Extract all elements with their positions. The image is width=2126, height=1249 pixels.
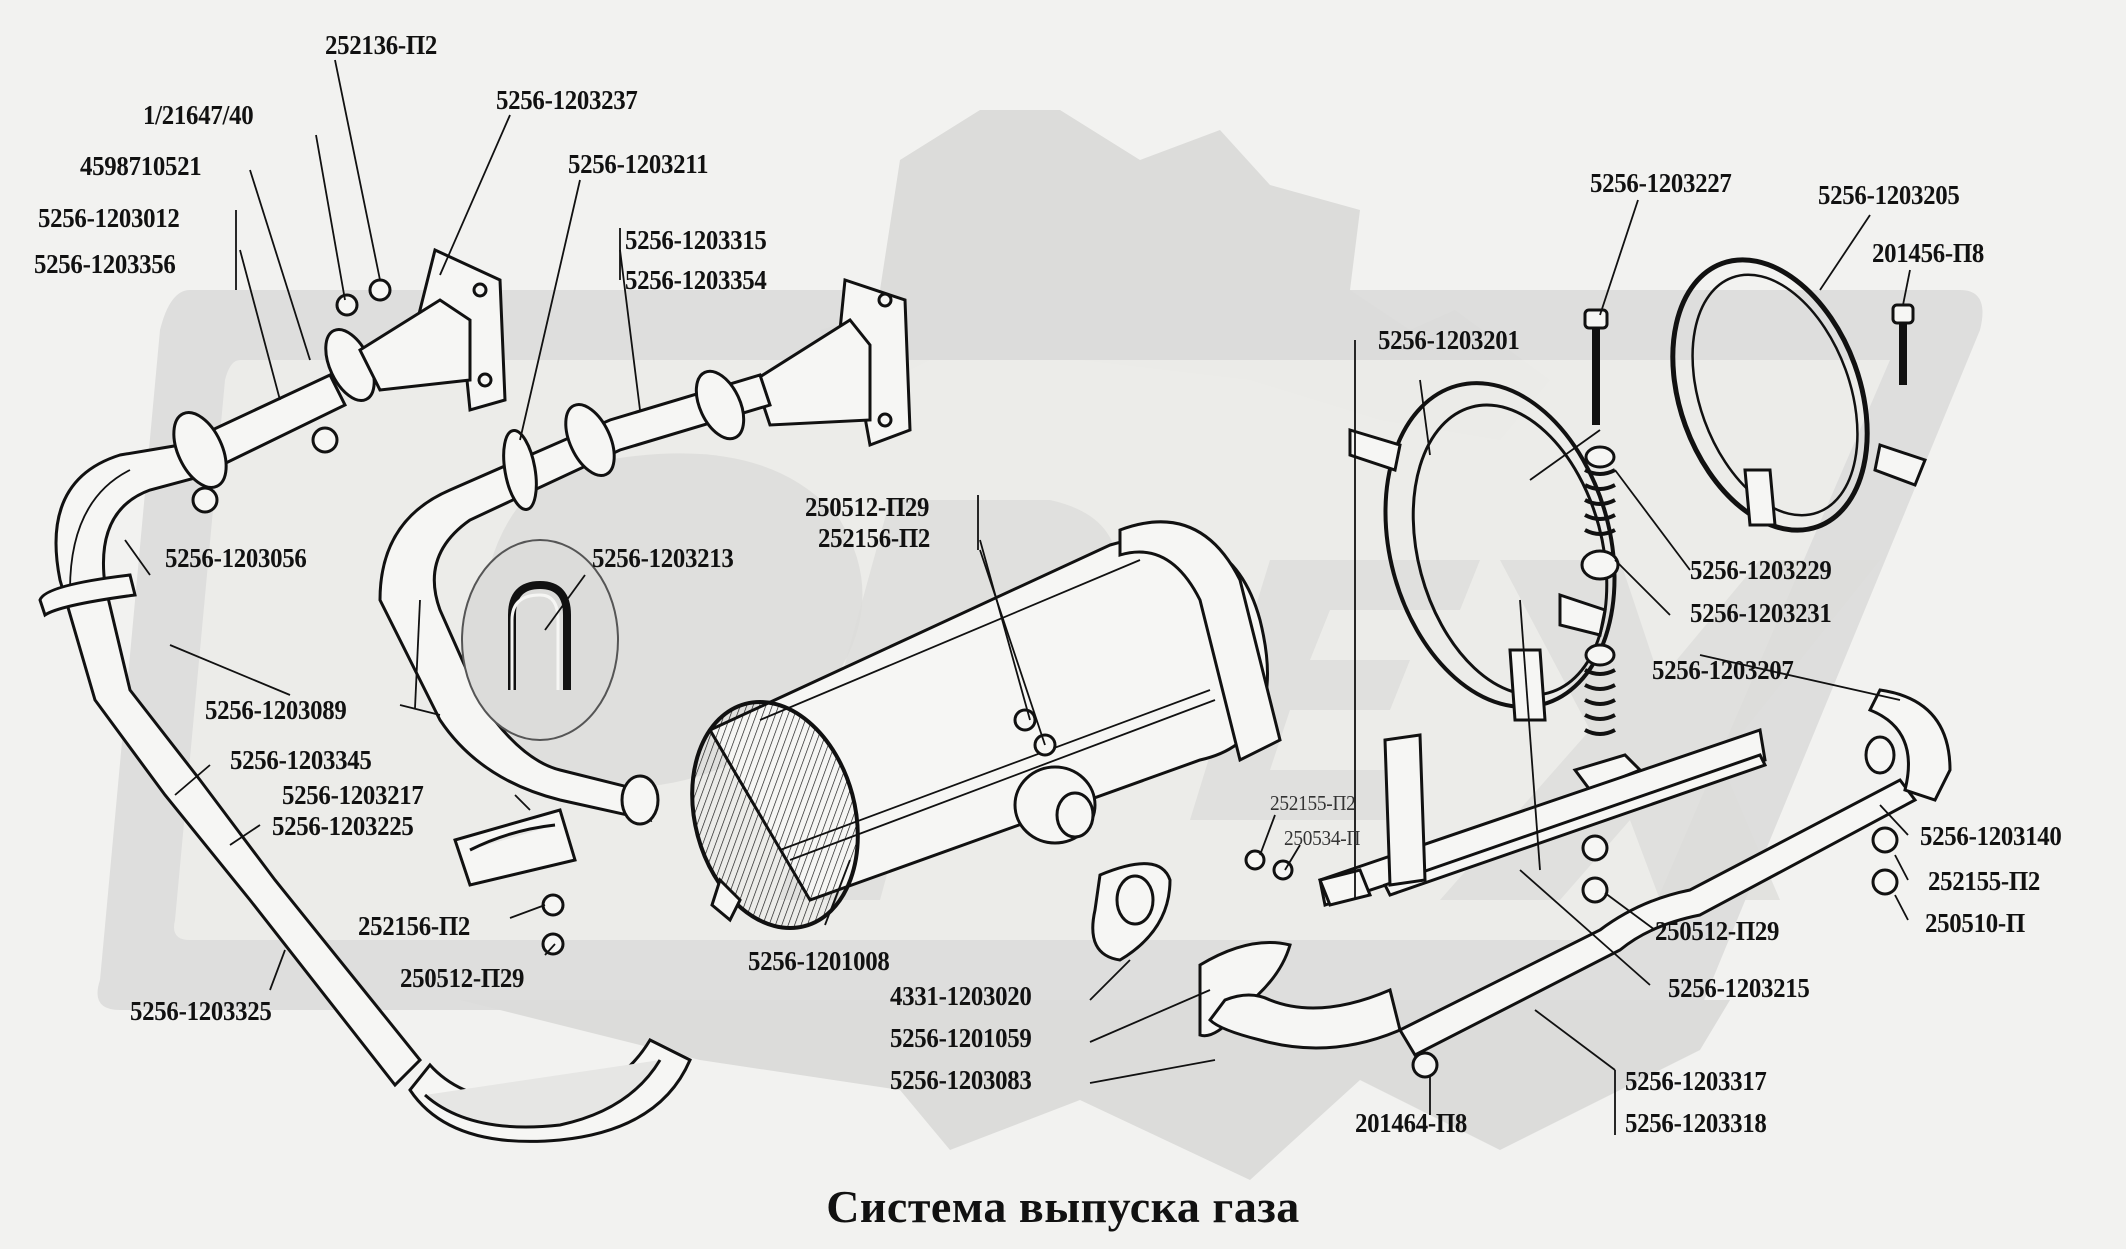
- part-label: 5256-1203089: [205, 695, 347, 725]
- part-label: 250512-П29: [400, 963, 525, 993]
- part-label: 252156-П2: [358, 911, 471, 941]
- part-label: 5256-1203345: [230, 745, 372, 775]
- part-label: 5256-1201059: [890, 1023, 1032, 1053]
- part-label: 252136-П2: [325, 30, 438, 60]
- muffler-clamp-front: [1348, 381, 1617, 722]
- part-label: 5256-1203217: [282, 780, 424, 810]
- pipe-bracket-right: [753, 277, 912, 448]
- part-label: 5256-1203140: [1920, 821, 2062, 851]
- part-label: 4598710521: [80, 151, 202, 181]
- part-label: 5256-1203225: [272, 811, 414, 841]
- part-label: 252155-П2: [1928, 866, 2041, 896]
- part-label: 5256-1203325: [130, 996, 272, 1026]
- part-label: 5256-1203056: [165, 543, 307, 573]
- muffler-clamp-rear: [1670, 257, 1927, 533]
- pipe-bracket-left: [335, 247, 507, 412]
- part-label: 252156-П2: [818, 523, 931, 553]
- part-label: 5256-1203201: [1378, 325, 1520, 355]
- flange-gasket: [1091, 862, 1172, 962]
- part-label: 5256-1203318: [1625, 1108, 1767, 1138]
- front-exhaust-pipe-left: [38, 328, 692, 1143]
- leader-lines: [124, 59, 1911, 1135]
- part-label: 250510-П: [1925, 908, 2025, 938]
- part-label: 5256-1203354: [625, 265, 767, 295]
- loose-hardware: [541, 826, 1899, 956]
- part-label: 5256-1203231: [1690, 598, 1832, 628]
- clamp-bolts: [1583, 303, 1915, 425]
- part-label: 5256-1203229: [1690, 555, 1832, 585]
- part-label: 4331-1203020: [890, 981, 1032, 1011]
- part-label: 201456-П8: [1872, 238, 1985, 268]
- part-label: 5256-1203215: [1668, 973, 1810, 1003]
- part-label: 5256-1203227: [1590, 168, 1732, 198]
- diagram-title: Система выпуска газа: [826, 1181, 1300, 1232]
- clamp-pad: [453, 808, 577, 887]
- part-label: 5256-1203315: [625, 225, 767, 255]
- muffler: [690, 520, 1282, 930]
- part-label: 250512-П29: [805, 492, 930, 522]
- part-label: 5256-1203213: [592, 543, 734, 573]
- part-label: 250534-П: [1284, 826, 1361, 850]
- muffler-support-bracket: [1317, 728, 1768, 907]
- part-label: 5256-1203211: [568, 149, 709, 179]
- u-bolt: [461, 539, 619, 741]
- part-label: 5256-1203205: [1818, 180, 1960, 210]
- front-exhaust-pipe-right: [378, 369, 772, 826]
- part-label: 5256-1203207: [1652, 655, 1794, 685]
- part-label: 5256-1203083: [890, 1065, 1032, 1095]
- part-label: 1/21647/40: [143, 100, 254, 130]
- part-label: 5256-1201008: [748, 946, 890, 976]
- outlet-flange-pipe: [1198, 941, 1402, 1050]
- part-label: 201464-П8: [1355, 1108, 1468, 1138]
- part-label: 5256-1203237: [496, 85, 638, 115]
- part-label: 5256-1203317: [1625, 1066, 1767, 1096]
- support-rod: [1397, 688, 1952, 1079]
- part-label: 5256-1203356: [34, 249, 176, 279]
- part-label: 5256-1203012: [38, 203, 180, 233]
- part-label: 252155-П2: [1270, 791, 1356, 815]
- part-label: 250512-П29: [1655, 916, 1780, 946]
